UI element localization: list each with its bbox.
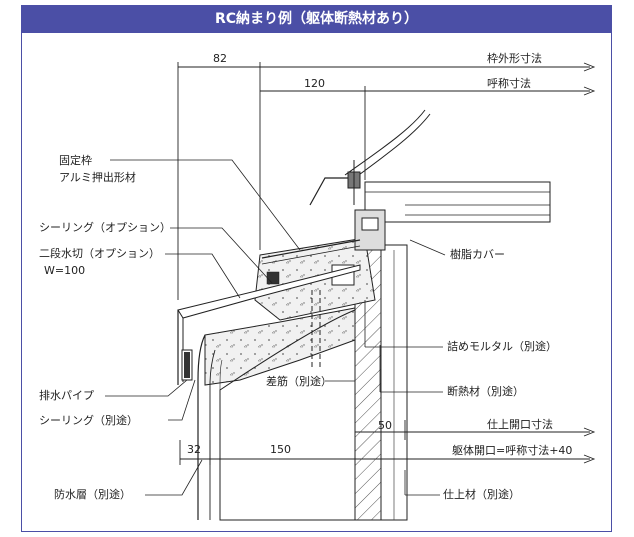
label-sealing-separate: シーリング（別途） [39, 413, 138, 427]
dim-120: 120 [304, 77, 325, 90]
label-insulation: 断熱材（別途） [447, 384, 524, 398]
label-finish-opening: 仕上開口寸法 [487, 417, 553, 431]
dim-82: 82 [213, 52, 227, 65]
label-rebar: 差筋（別途） [266, 374, 332, 388]
label-two-step-1: 二段水切（オプション） [39, 246, 160, 260]
label-mortar: 詰めモルタル（別途） [447, 339, 557, 353]
bottom-dimension-lines [179, 420, 596, 465]
label-resin-cover: 樹脂カバー [450, 247, 505, 261]
label-fixed-frame-1: 固定枠 [59, 153, 92, 167]
diagram-frame: RC納まり例（躯体断熱材あり） [21, 5, 612, 532]
top-dimension-lines [177, 62, 596, 300]
wall-section [354, 244, 408, 521]
label-frame-outer: 枠外形寸法 [487, 51, 542, 65]
label-sealing-option: シーリング（オプション） [39, 220, 171, 234]
label-drain-pipe: 排水パイプ [39, 388, 94, 402]
label-waterproof: 防水層（別途） [54, 487, 131, 501]
window-frame-upper [364, 181, 551, 223]
dim-150: 150 [270, 443, 291, 456]
diagram-title: RC納まり例（躯体断熱材あり） [22, 6, 611, 33]
label-two-step-2: W=100 [44, 264, 85, 277]
dim-32: 32 [187, 443, 201, 456]
label-body-opening: 躯体開口=呼称寸法+40 [452, 443, 572, 457]
label-fixed-frame-2: アルミ押出形材 [59, 170, 136, 184]
label-finish-material: 仕上材（別途） [443, 487, 520, 501]
dim-50: 50 [378, 419, 392, 432]
label-nominal: 呼称寸法 [487, 76, 531, 90]
mortar-fill [204, 307, 356, 386]
